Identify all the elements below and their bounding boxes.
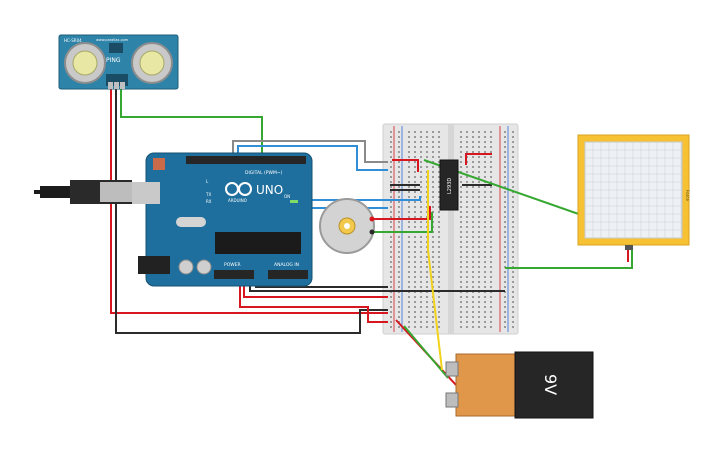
motor-driver-chip[interactable]: L293D [439,159,459,211]
arduino-reset-button [153,158,165,170]
arduino-chip [215,232,301,254]
wire-red-jumper-1 [465,153,492,165]
wire-sensor-signal [120,87,263,158]
sensor-brand-label: PING [106,57,121,64]
battery-label: 9V [541,374,560,395]
arduino-tx-label: TX [205,192,211,197]
arduino-on-label: ON [284,194,290,199]
sensor-url-label: www.parallax.com [96,38,129,42]
battery-terminal-pos [445,361,459,377]
wire-sensor-5v [110,87,388,314]
arduino-usb-port [132,182,160,204]
wire-motor-green [372,212,433,233]
wire-blue-2 [290,196,421,201]
arduino-logo [225,182,252,196]
force-sensor-label: Force [685,190,690,201]
motor-terminal-2 [369,229,375,235]
battery-9v[interactable]: 9V [445,351,594,419]
battery-terminal-neg [445,392,459,408]
wire-arduino-5v [243,282,388,298]
sensor-pin-gnd [120,82,125,89]
arduino-analog-header [268,270,308,279]
wire-yellow [427,170,443,371]
motor-terminal-1 [369,216,375,222]
arduino-digital-header [186,156,306,164]
arduino-analog-label: ANALOG IN [274,262,299,268]
arduino-brand-label: ARDUINO [228,198,247,203]
wire-blue-1 [237,145,388,171]
wire-green-pad-return [505,248,633,269]
arduino-capacitor-2 [196,259,212,275]
arduino-model-label: UNO [256,183,283,197]
sensor-pin-sig [114,82,119,89]
force-sensor[interactable]: Force [577,134,690,250]
chip-label: L293D [447,178,453,194]
ultrasonic-sensor[interactable]: HC-SR04 www.parallax.com PING [58,34,179,90]
arduino-power-header [214,270,254,279]
sensor-pin-5v [108,82,113,89]
wire-arduino-red-2 [239,282,388,323]
arduino-rx-label: RX [206,199,212,204]
arduino-uno[interactable]: DIGITAL (PWM~) POWER ANALOG IN UNO ARDUI… [132,152,313,287]
wire-battery-green [403,325,449,379]
dc-motor[interactable] [319,198,375,254]
wire-sensor-gnd [115,87,388,334]
sensor-model-label: HC-SR04 [64,38,82,43]
breadboard [382,123,519,335]
wire-red-jumper-2 [392,159,419,172]
arduino-power-label: POWER [224,262,241,268]
arduino-l-label: L [206,179,209,184]
force-sensor-grid [584,141,682,239]
arduino-capacitor-1 [178,259,194,275]
arduino-power-jack [138,256,170,274]
arduino-digital-label: DIGITAL (PWM~) [245,170,283,176]
wire-gray [232,140,388,163]
wire-motor-red [372,206,431,220]
